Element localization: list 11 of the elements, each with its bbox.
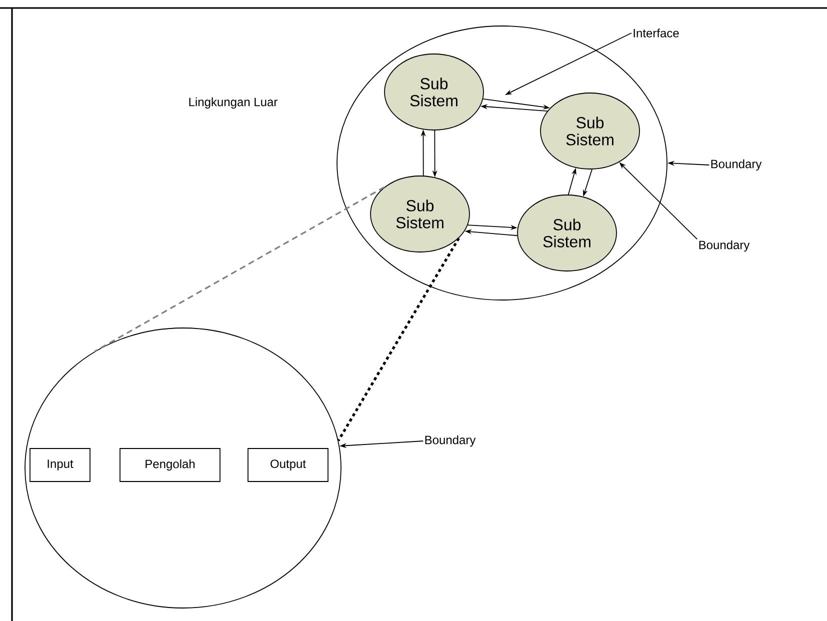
process-box: Input xyxy=(30,448,90,482)
callout-label: Boundary xyxy=(699,240,750,252)
callout-label: Interface xyxy=(634,28,679,38)
area-label: Lingkungan Luar xyxy=(189,97,278,109)
connector-line xyxy=(337,238,460,442)
process-box: Pengolah xyxy=(120,448,220,482)
system-ellipse xyxy=(24,328,342,608)
callout-label: Boundary xyxy=(711,159,762,171)
callout-label: Boundary xyxy=(425,435,476,447)
process-box: Output xyxy=(248,448,328,482)
connector-line xyxy=(94,186,385,352)
